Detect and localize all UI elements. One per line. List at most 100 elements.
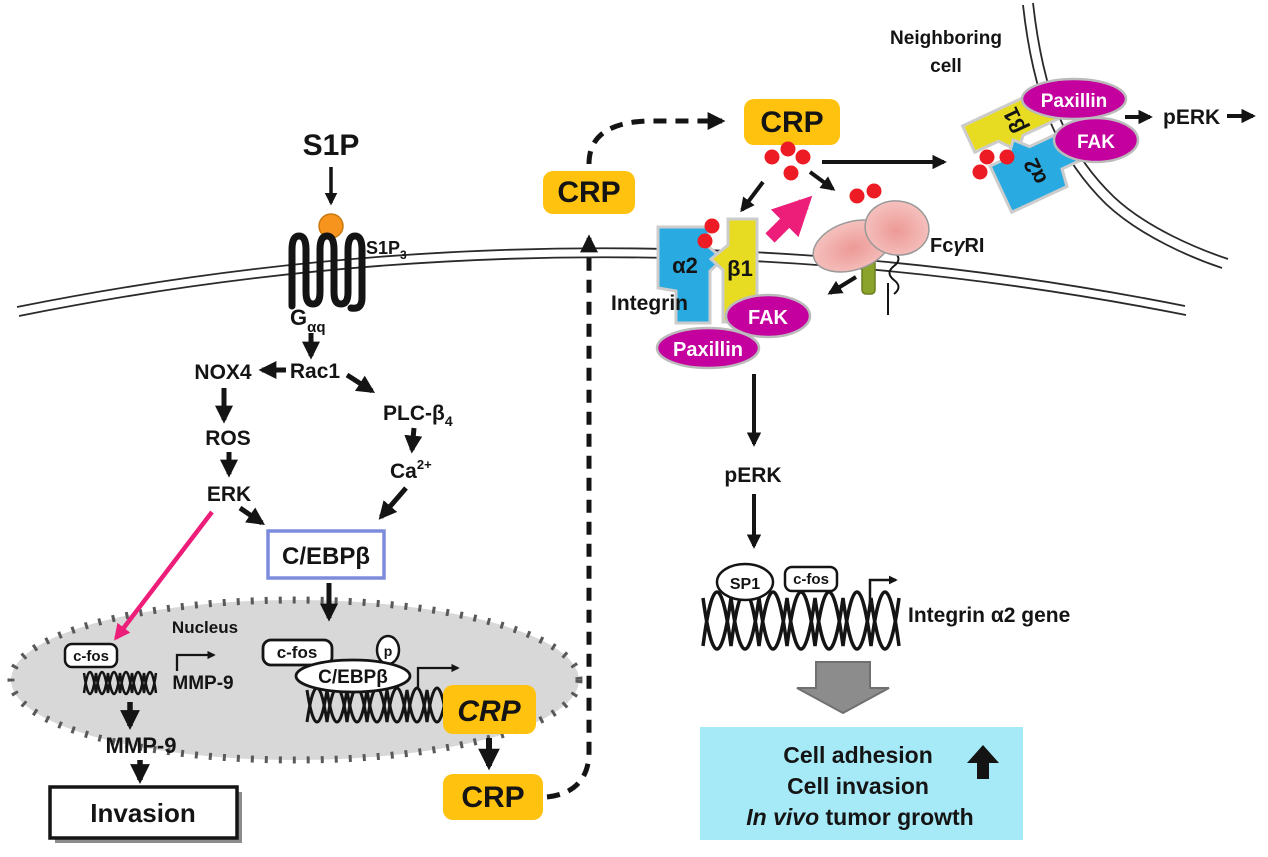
arrow-plc-ca: [404, 427, 423, 454]
erk-label: ERK: [207, 483, 251, 506]
integrin-gene-helix-2: [701, 597, 901, 651]
crp-molecule-dot: [704, 218, 720, 234]
crp-molecule-dot: [780, 141, 796, 157]
crp-molecule-dot: [999, 149, 1015, 165]
gray-block-arrow: [796, 661, 890, 715]
neighboring-fak-oval: [1052, 116, 1140, 164]
ca-label: Ca2+: [390, 457, 432, 483]
arrow-crp-fcgri: [808, 170, 836, 191]
outcome-box: [700, 727, 1023, 840]
crp-molecule-dot: [795, 149, 811, 165]
cebpb-oval-label: C/EBPβ: [318, 667, 388, 688]
outcome-line-1: Cell adhesion: [783, 742, 933, 768]
rac1-label: Rac1: [290, 360, 341, 383]
mmp9-dna-helix: [82, 670, 158, 694]
paxillin-label: Paxillin: [673, 339, 743, 361]
crp-molecule-dot: [764, 149, 780, 165]
perk-pathway: pERK SP1 c-fos Integrin α2 gene: [701, 374, 1070, 651]
outcome-line-3: In vivo tumor growth: [746, 804, 973, 830]
fak-label: FAK: [748, 307, 789, 329]
outcome: Cell adhesion Cell invasion In vivo tumo…: [700, 661, 1023, 840]
arrow-erk-cebpb: [238, 505, 265, 526]
integrin-label: Integrin: [611, 292, 688, 315]
crp-gene-box: [443, 685, 536, 734]
crp-molecule-dot: [979, 149, 995, 165]
phospho-label: p: [384, 643, 393, 659]
crp-box-mid: [543, 171, 635, 214]
nucleus: Nucleus c-fos MMP-9 c-fos p C/EBPβ CRP: [7, 596, 583, 764]
paxillin-oval: [655, 326, 761, 370]
crp-mid-label: CRP: [557, 176, 620, 209]
neighboring-cell-label-2: cell: [930, 56, 962, 77]
crp-low-label: CRP: [461, 781, 524, 814]
arrow-erk-cfos-pink: [114, 510, 214, 641]
sp1-label: SP1: [730, 576, 760, 593]
nucleus-envelope: [7, 596, 583, 764]
fcgri-label: FcγRI: [930, 235, 984, 257]
fak-oval: [724, 293, 812, 339]
mmp9-protein-label: MMP-9: [106, 733, 177, 758]
crp-box-top: [744, 99, 840, 145]
cebpb-box: [266, 529, 386, 580]
crp-molecule-dots: [764, 141, 811, 181]
s1p3-receptor-glyph: [288, 232, 366, 312]
crp-molecule-dot: [697, 233, 713, 249]
ligand-label: S1P: [303, 129, 360, 162]
crp-molecule-dot: [783, 165, 799, 181]
integrin-promoter-arrow: [868, 575, 898, 612]
neighboring-cell-label-1: Neighboring: [890, 28, 1002, 49]
cfos-label-mmp9: c-fos: [73, 648, 109, 665]
neighboring-cell: Neighboring cell α2 β1 Paxillin FAK pERK: [890, 28, 1256, 215]
alpha2-label: α2: [672, 253, 698, 278]
arrow-fcgri-down: [827, 275, 858, 295]
up-block-arrow: [967, 745, 999, 779]
sp1-oval: [715, 562, 775, 602]
plc-label: PLC-β4: [383, 402, 453, 429]
crp-secretion: CRP CRP CRP: [443, 99, 947, 820]
neighboring-cell-membrane: [1022, 2, 1229, 269]
neighboring-paxillin-label: Paxillin: [1041, 91, 1108, 112]
nox4-label: NOX4: [194, 361, 252, 384]
outcome-line-2: Cell invasion: [787, 773, 929, 799]
fcgri-lobe: [864, 200, 930, 256]
integrin-complex: α2 β1 Integrin FAK Paxillin: [611, 195, 813, 370]
mmp9-gene-label: MMP-9: [172, 673, 233, 694]
mmp9-promoter-arrow: [175, 650, 216, 671]
cebpb-box-label: C/EBPβ: [282, 543, 370, 570]
perk-label: pERK: [724, 464, 781, 487]
nucleus-label: Nucleus: [172, 618, 238, 637]
cfos-label-crp: c-fos: [277, 643, 318, 662]
arrow-crp-integrin: [740, 180, 765, 213]
beta1-label: β1: [727, 256, 753, 281]
ros-label: ROS: [205, 427, 251, 450]
cfos-box-integrin: [783, 565, 839, 593]
invasion-box: [48, 785, 239, 840]
receptor-label: S1P3: [366, 238, 407, 262]
dashed-arrow-crp-up: [546, 234, 598, 800]
cfos-box-mmp9: [63, 642, 119, 669]
crp-gene-label: CRP: [457, 695, 521, 728]
g-protein-label: Gαq: [290, 305, 326, 336]
s1p-cascade: S1P S1P3 Gαq Rac1 NOX4 PLC-β4 ROS ERK Ca…: [114, 129, 453, 641]
crp-molecule-dot: [849, 188, 865, 204]
neighboring-fak-label: FAK: [1077, 132, 1115, 153]
neighboring-perk-label: pERK: [1163, 106, 1220, 129]
cebpb-oval: [294, 658, 412, 694]
crp-promoter-arrow: [416, 663, 460, 689]
crp-dna-helix-2: [305, 689, 449, 724]
cell-membrane: [16, 247, 1187, 317]
crp-molecule-dot: [866, 183, 882, 199]
neighboring-paxillin-oval: [1020, 77, 1128, 121]
crp-top-label: CRP: [760, 106, 823, 139]
arrow-ca-cebpb: [378, 486, 408, 520]
pink-arrow-integrin-fcgri: [765, 195, 813, 243]
mmp9-dna-helix-2: [82, 672, 158, 696]
cfos-label-integrin: c-fos: [793, 571, 829, 588]
integrin-beta1-shape: [708, 217, 759, 324]
invasion-label: Invasion: [90, 798, 195, 828]
arrow-rac1-plc: [345, 372, 376, 394]
crp-molecule-dot: [972, 164, 988, 180]
integrin-gene-label: Integrin α2 gene: [908, 604, 1070, 627]
